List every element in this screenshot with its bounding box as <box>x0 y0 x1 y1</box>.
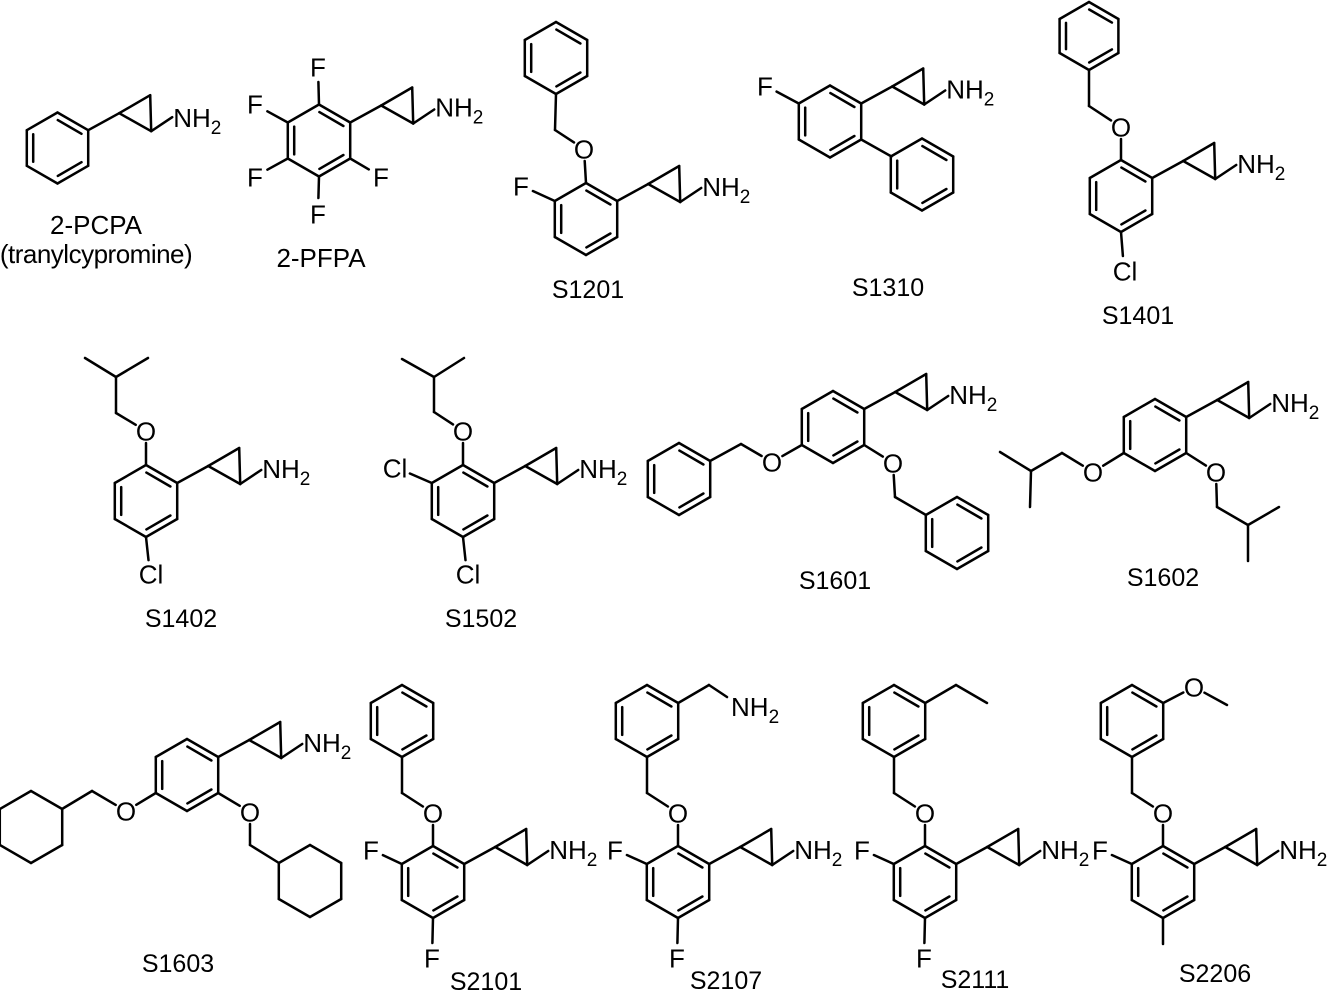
svg-text:O: O <box>240 797 260 827</box>
svg-text:O: O <box>1206 457 1226 487</box>
svg-text:F: F <box>513 171 529 201</box>
svg-text:S1601: S1601 <box>799 567 871 595</box>
svg-text:Cl: Cl <box>139 559 164 589</box>
svg-text:Cl: Cl <box>1113 256 1138 286</box>
svg-text:NH2: NH2 <box>946 75 994 111</box>
svg-text:NH2: NH2 <box>173 103 221 139</box>
svg-text:F: F <box>757 71 773 101</box>
svg-text:S1310: S1310 <box>852 274 924 302</box>
svg-text:NH2: NH2 <box>1271 388 1319 424</box>
svg-text:F: F <box>247 162 263 192</box>
svg-text:S1401: S1401 <box>1102 302 1174 330</box>
svg-text:O: O <box>1184 672 1204 702</box>
svg-text:Cl: Cl <box>456 559 481 589</box>
svg-text:F: F <box>607 835 623 865</box>
svg-text:O: O <box>1111 112 1131 142</box>
svg-text:S1402: S1402 <box>145 605 217 633</box>
svg-text:O: O <box>574 134 594 164</box>
svg-text:NH2: NH2 <box>702 172 750 208</box>
svg-text:NH2: NH2 <box>579 454 627 490</box>
svg-text:Cl: Cl <box>383 453 408 483</box>
svg-text:S1603: S1603 <box>142 950 214 978</box>
svg-text:NH2: NH2 <box>1041 835 1089 871</box>
svg-text:F: F <box>669 943 685 973</box>
svg-text:F: F <box>916 943 932 973</box>
svg-text:NH2: NH2 <box>435 93 483 129</box>
svg-text:O: O <box>915 798 935 828</box>
svg-text:O: O <box>1083 457 1103 487</box>
svg-text:O: O <box>423 798 443 828</box>
svg-text:NH2: NH2 <box>262 454 310 490</box>
svg-text:O: O <box>453 416 473 446</box>
svg-text:S2111: S2111 <box>941 966 1010 994</box>
svg-text:F: F <box>363 835 379 865</box>
svg-text:NH2: NH2 <box>303 728 351 764</box>
svg-text:O: O <box>1153 798 1173 828</box>
svg-text:NH2: NH2 <box>1279 835 1327 871</box>
svg-text:F: F <box>247 89 263 119</box>
svg-text:O: O <box>668 798 688 828</box>
svg-text:O: O <box>136 416 156 446</box>
svg-text:F: F <box>424 943 440 973</box>
svg-text:O: O <box>883 448 903 478</box>
svg-text:S1602: S1602 <box>1127 564 1199 592</box>
svg-text:S1201: S1201 <box>552 276 624 304</box>
svg-text:O: O <box>762 447 782 477</box>
svg-text:NH2: NH2 <box>731 692 779 728</box>
svg-text:S2101: S2101 <box>450 968 522 996</box>
svg-text:S2206: S2206 <box>1179 960 1251 988</box>
svg-text:F: F <box>1092 835 1108 865</box>
svg-text:NH2: NH2 <box>549 835 597 871</box>
svg-text:(tranylcypromine): (tranylcypromine) <box>0 239 192 269</box>
svg-text:NH2: NH2 <box>1237 149 1285 185</box>
svg-text:O: O <box>116 796 136 826</box>
svg-text:NH2: NH2 <box>794 835 842 871</box>
svg-text:2-PFPA: 2-PFPA <box>276 243 366 273</box>
svg-text:F: F <box>373 162 389 192</box>
svg-text:2-PCPA: 2-PCPA <box>50 210 143 240</box>
svg-text:F: F <box>310 199 326 229</box>
svg-text:NH2: NH2 <box>949 380 997 416</box>
svg-text:F: F <box>310 52 326 82</box>
svg-text:S1502: S1502 <box>445 605 517 633</box>
svg-text:S2107: S2107 <box>690 967 762 995</box>
svg-text:F: F <box>854 835 870 865</box>
